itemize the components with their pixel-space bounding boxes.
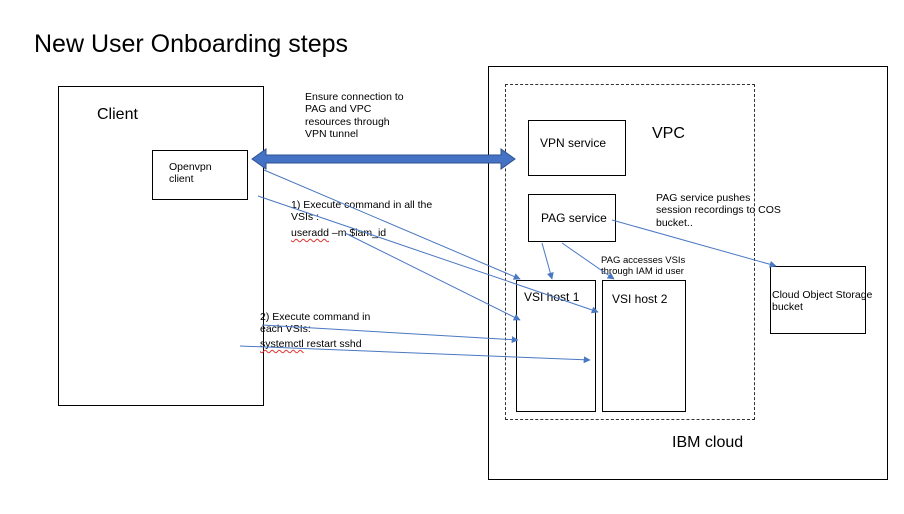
cos-bucket-label: Cloud Object Storage bucket — [772, 289, 873, 314]
step2-command-rest: restart sshd — [303, 338, 362, 350]
page-title: New User Onboarding steps — [34, 30, 349, 58]
vpc-label: VPC — [652, 125, 685, 142]
client-label: Client — [97, 106, 138, 123]
vsi-host-1-box — [516, 280, 596, 412]
tunnel-annotation: Ensure connection to PAG and VPC resourc… — [305, 91, 404, 141]
vpn-tunnel-arrow — [251, 148, 516, 170]
pag-service-label: PAG service — [541, 211, 607, 225]
arrow-pag-vsi1 — [541, 242, 554, 280]
vpn-service-box — [528, 120, 626, 176]
arrow-step2-vsi2 — [239, 345, 591, 364]
arrow-step1-vsi2 — [257, 195, 599, 314]
vsi-host-2-box — [602, 280, 686, 412]
ibm-cloud-box — [488, 66, 888, 480]
arrow-pag-vsi2 — [561, 242, 615, 280]
arrow-step1-vsi1 — [263, 169, 521, 280]
step2-heading: 2) Execute command in each VSIs: — [260, 311, 371, 336]
client-box — [58, 86, 264, 406]
openvpn-client-label: Openvpn client — [169, 161, 212, 186]
ibm-cloud-label: IBM cloud — [672, 434, 744, 451]
arrow-pag-cos — [611, 219, 777, 268]
pag-access-annotation: PAG accesses VSIs through IAM id user — [601, 255, 686, 278]
openvpn-client-box — [152, 150, 248, 200]
pag-service-box — [528, 194, 616, 242]
cos-bucket-box — [770, 266, 866, 334]
arrow-step2-vsi1 — [261, 324, 519, 344]
step1-command-word: useradd — [291, 227, 329, 239]
pag-push-annotation: PAG service pushes session recordings to… — [656, 192, 781, 229]
vpn-service-label: VPN service — [540, 136, 607, 150]
step1-heading: 1) Execute command in all the VSIs : — [291, 199, 433, 224]
vpc-box — [505, 84, 755, 420]
arrow-useradd-vsi1 — [344, 232, 521, 321]
vsi-host-2-label: VSI host 2 — [612, 292, 668, 306]
